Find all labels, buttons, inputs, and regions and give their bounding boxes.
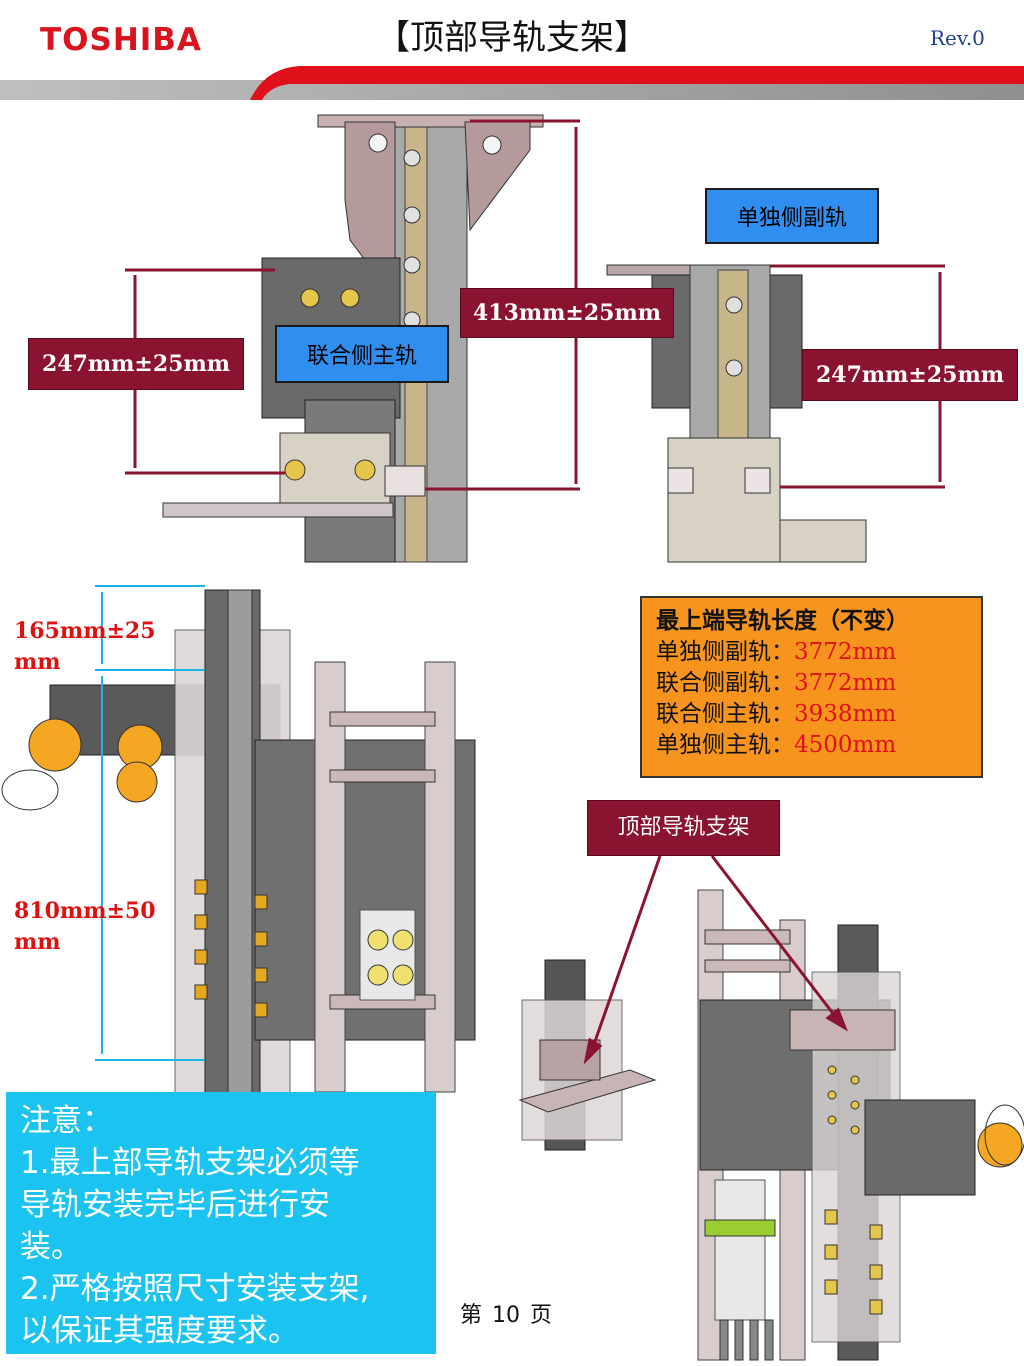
header-band bbox=[0, 66, 1024, 100]
rail-name: 单独侧主轨： bbox=[656, 732, 794, 758]
toshiba-logo: TOSHIBA bbox=[40, 22, 202, 58]
dimension-label-middle: 413mm±25mm bbox=[460, 288, 674, 338]
dimension-lower-unit: mm bbox=[14, 929, 61, 955]
notice-line: 2.严格按照尺寸安装支架, bbox=[20, 1271, 370, 1307]
dimension-label-upper: 165mm±25 mm bbox=[14, 616, 156, 678]
rail-length-value: 4500mm bbox=[794, 732, 897, 758]
notice-title: 注意： bbox=[20, 1103, 113, 1139]
dimension-lines-lower bbox=[95, 585, 205, 1061]
top-right-bracket-drawing bbox=[606, 264, 867, 563]
rail-length-value: 3772mm bbox=[794, 670, 897, 696]
dimension-label-lower: 810mm±50 mm bbox=[14, 896, 156, 958]
dimension-upper-value: 165mm±25 bbox=[14, 618, 156, 644]
notice-line: 1.最上部导轨支架必须等 bbox=[20, 1145, 360, 1181]
rail-length-row: 联合侧副轨：3772mm bbox=[656, 668, 967, 699]
rail-name: 联合侧副轨： bbox=[656, 670, 794, 696]
dimension-label-left: 247mm±25mm bbox=[28, 338, 244, 390]
dimension-label-right: 247mm±25mm bbox=[802, 349, 1018, 401]
rail-length-heading: 最上端导轨长度（不变） bbox=[656, 608, 909, 634]
page-suffix: 页 bbox=[530, 1303, 553, 1328]
notice-line: 导轨安装完毕后进行安 bbox=[20, 1187, 330, 1223]
callout-arrows bbox=[583, 855, 848, 1065]
notice-panel: 注意： 1.最上部导轨支架必须等 导轨安装完毕后进行安 装。 2.严格按照尺寸安… bbox=[6, 1092, 436, 1354]
page-number: 第 10 页 bbox=[460, 1297, 562, 1329]
label-combined-main-rail: 联合侧主轨 bbox=[275, 325, 449, 383]
lower-left-rail-drawing bbox=[1, 589, 476, 1101]
rail-name: 单独侧副轨： bbox=[656, 639, 794, 665]
notice-line: 以保证其强度要求。 bbox=[20, 1313, 299, 1349]
revision-label: Rev.0 bbox=[930, 26, 985, 50]
small-bracket-drawing bbox=[518, 959, 657, 1151]
rail-length-value: 3938mm bbox=[794, 701, 897, 727]
page-prefix: 第 bbox=[460, 1303, 483, 1328]
callout-top-bracket: 顶部导轨支架 bbox=[587, 800, 780, 856]
dimension-lower-value: 810mm±50 bbox=[14, 898, 156, 924]
rail-length-row: 单独侧主轨：4500mm bbox=[656, 730, 967, 761]
lower-right-assembly-drawing bbox=[697, 889, 1024, 1361]
label-single-aux-rail: 单独侧副轨 bbox=[705, 188, 879, 244]
page-title: 【顶部导轨支架】 bbox=[376, 18, 648, 58]
rail-length-value: 3772mm bbox=[794, 639, 897, 665]
rail-length-row: 单独侧副轨：3772mm bbox=[656, 637, 967, 668]
rail-length-panel: 最上端导轨长度（不变） 单独侧副轨：3772mm 联合侧副轨：3772mm 联合… bbox=[640, 596, 983, 778]
notice-line: 装。 bbox=[20, 1229, 82, 1265]
dimension-upper-unit: mm bbox=[14, 649, 61, 675]
rail-name: 联合侧主轨： bbox=[656, 701, 794, 727]
page-value: 10 bbox=[492, 1303, 521, 1328]
rail-length-row: 联合侧主轨：3938mm bbox=[656, 699, 967, 730]
